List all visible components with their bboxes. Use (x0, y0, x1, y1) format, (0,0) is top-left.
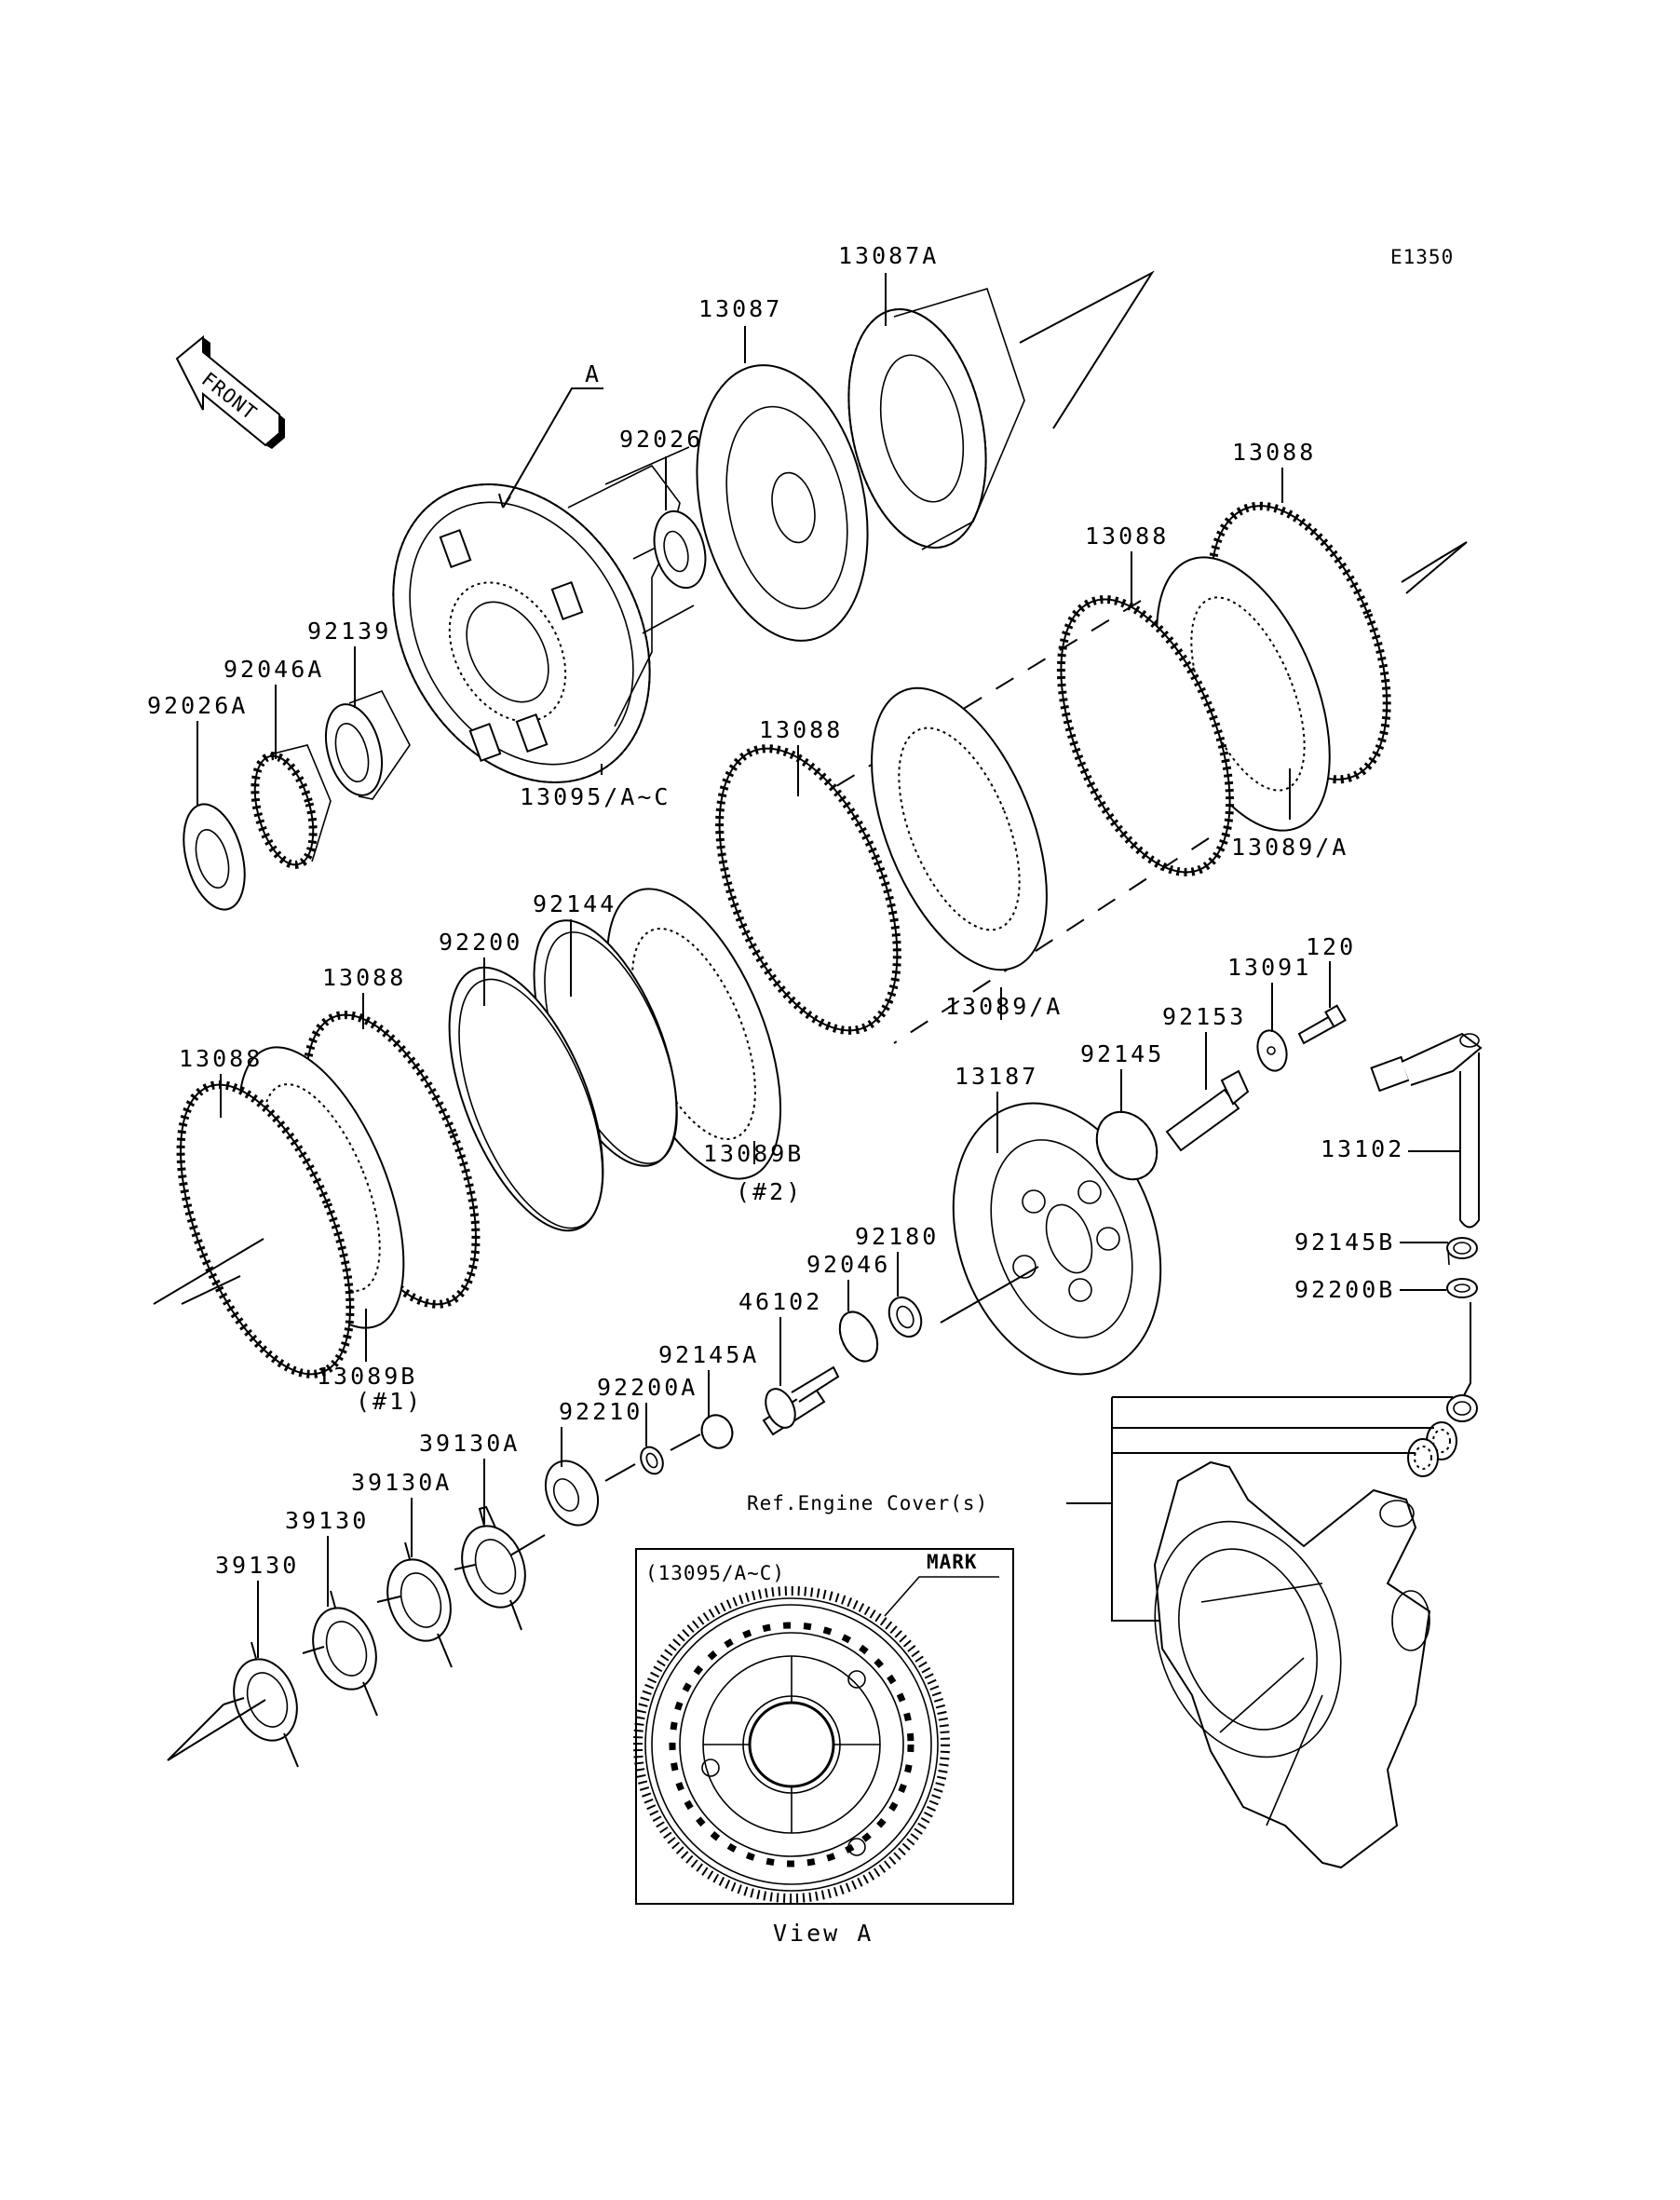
label-13087A: 13087A (838, 242, 939, 269)
note-13089B-2: (#2) (736, 1178, 803, 1205)
inset-title: (13095/A~C) (645, 1562, 785, 1584)
label-13089A-a: 13089/A (1231, 834, 1348, 861)
reference-note: Ref.Engine Cover(s) (747, 1492, 988, 1514)
pressure-plate (952, 1102, 1162, 1376)
label-13088-a: 13088 (1232, 439, 1316, 466)
label-13088-e: 13088 (179, 1045, 263, 1072)
label-39130A-b: 39130A (351, 1469, 452, 1496)
label-92145: 92145 (1080, 1040, 1164, 1067)
label-92046A: 92046A (224, 656, 324, 683)
diagram-code: E1350 (1390, 246, 1454, 268)
label-92145B: 92145B (1294, 1229, 1395, 1256)
label-39130A-a: 39130A (419, 1430, 520, 1457)
label-92046: 92046 (806, 1251, 890, 1278)
label-46102: 46102 (738, 1288, 822, 1315)
view-ref-letter: A (585, 360, 602, 387)
spring (1095, 1110, 1158, 1181)
front-arrow-icon: FRONT (175, 334, 285, 449)
clutch-hub (847, 288, 1025, 550)
label-39130-b: 39130 (215, 1552, 299, 1579)
label-13089A-b: 13089/A (945, 993, 1063, 1020)
label-92200A: 92200A (597, 1374, 698, 1401)
label-13087: 13087 (698, 295, 782, 322)
lock-washers (223, 1505, 526, 1768)
label-13089B-2: 13089B (703, 1140, 804, 1167)
label-92145A: 92145A (658, 1341, 759, 1368)
engine-cover (1153, 1460, 1431, 1869)
view-a-inset: (13095/A~C) MARK (633, 1548, 1014, 1905)
label-13102: 13102 (1321, 1135, 1404, 1162)
label-120: 120 (1306, 933, 1356, 960)
label-92144: 92144 (533, 890, 616, 917)
label-92200: 92200 (439, 929, 522, 956)
label-92026: 92026 (619, 426, 703, 453)
release-shaft (1370, 1032, 1483, 1229)
label-92153: 92153 (1162, 1003, 1246, 1030)
label-13088-d: 13088 (322, 964, 406, 991)
label-13187: 13187 (955, 1063, 1038, 1090)
label-92200B: 92200B (1294, 1276, 1395, 1303)
label-13095: 13095/A~C (520, 783, 671, 810)
label-92180: 92180 (855, 1223, 939, 1250)
label-13088-b: 13088 (1085, 523, 1169, 550)
note-13089B-1: (#1) (356, 1388, 423, 1415)
label-92026A: 92026A (147, 692, 248, 719)
label-13089B-1: 13089B (317, 1363, 417, 1390)
label-92139: 92139 (307, 618, 391, 645)
label-39130-a: 39130 (285, 1507, 369, 1534)
label-13091: 13091 (1227, 954, 1311, 981)
inset-caption: View A (773, 1920, 874, 1947)
label-13088-c: 13088 (759, 716, 843, 743)
mark-label: MARK (927, 1551, 978, 1573)
clutch-housing (392, 446, 695, 783)
label-92210: 92210 (559, 1398, 643, 1425)
